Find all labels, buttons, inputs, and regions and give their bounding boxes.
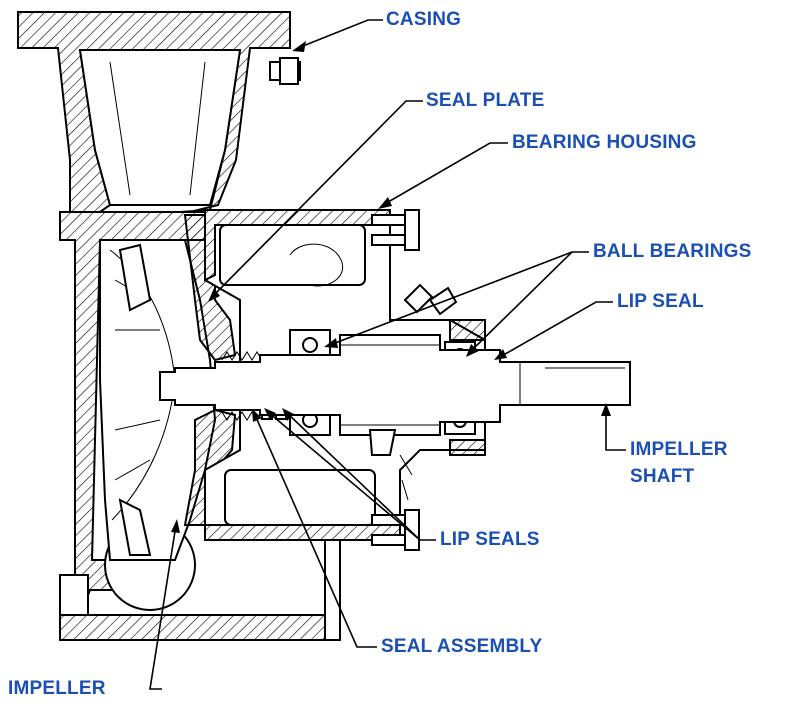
label-lip-seals: LIP SEALS <box>440 529 540 550</box>
label-ball-bearings: BALL BEARINGS <box>593 241 752 262</box>
label-impeller-shaft-line1: IMPELLER <box>630 439 728 460</box>
label-impeller-shaft-line2: SHAFT <box>630 466 695 487</box>
leader-lines <box>149 19 626 690</box>
label-seal-assembly: SEAL ASSEMBLY <box>381 636 543 657</box>
label-lip-seal: LIP SEAL <box>617 291 704 312</box>
label-seal-plate: SEAL PLATE <box>426 90 545 111</box>
label-bearing-housing: BEARING HOUSING <box>512 132 697 153</box>
casing <box>17 11 341 641</box>
label-impeller: IMPELLER <box>8 678 106 699</box>
impeller-shaft <box>159 334 631 456</box>
label-casing: CASING <box>386 9 462 30</box>
